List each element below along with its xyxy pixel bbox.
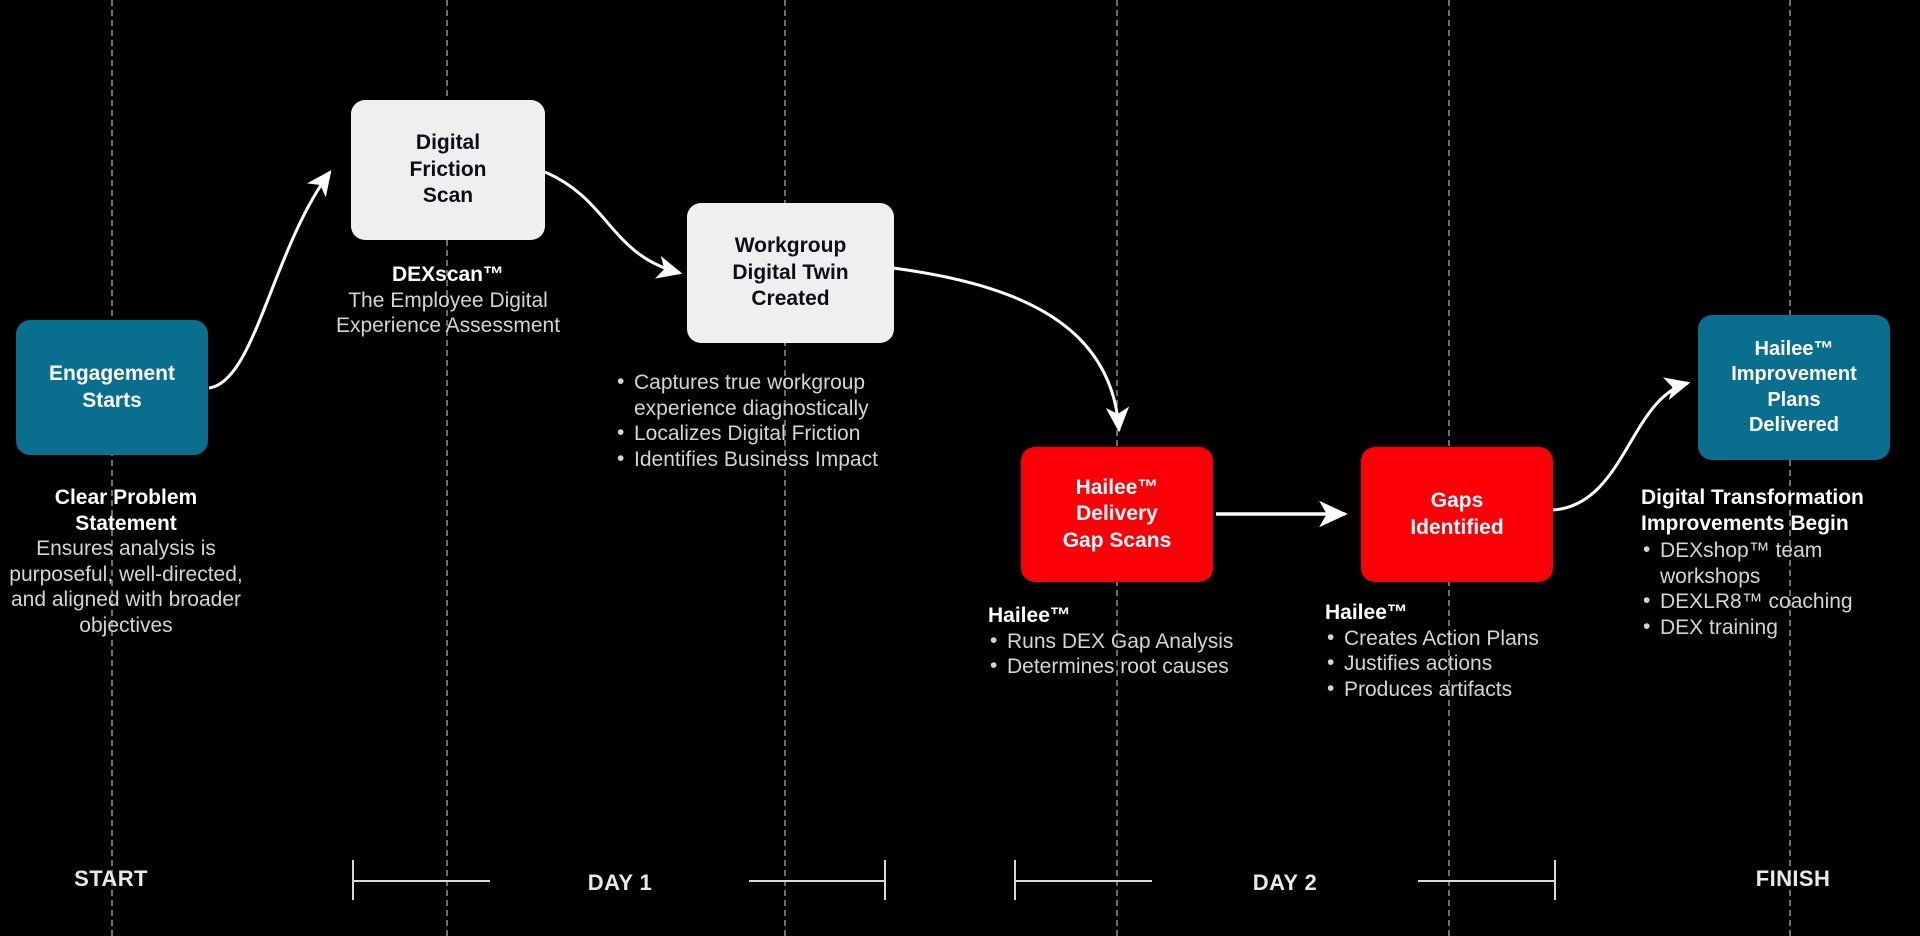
timeline-rule-1 [352, 880, 490, 882]
caption-hailee-scans-bullets: Runs DEX Gap Analysis Determines root ca… [988, 628, 1288, 680]
node-hailee-delivery-gap-scans-line1: Hailee™ [1075, 475, 1159, 499]
caption-workgroup-twin: Captures true workgroup experience diagn… [615, 369, 947, 473]
caption-digital-transformation-heading-line1: Digital Transformation [1641, 486, 1864, 509]
node-digital-friction-scan[interactable]: Digital Friction Scan [351, 100, 545, 240]
node-workgroup-digital-twin[interactable]: Workgroup Digital Twin Created [687, 203, 894, 343]
node-gaps-identified[interactable]: Gaps Identified [1361, 447, 1553, 582]
node-hailee-delivery-gap-scans-line2: Delivery [1076, 502, 1158, 526]
node-engagement-starts-line1: Engagement [48, 362, 176, 386]
caption-hailee-gaps: Hailee™ Creates Action Plans Justifies a… [1325, 600, 1625, 702]
node-workgroup-digital-twin-line2: Digital Twin [732, 260, 849, 284]
caption-hailee-gaps-bullets: Creates Action Plans Justifies actions P… [1325, 625, 1625, 703]
timeline-tick-cap-2 [884, 860, 886, 900]
list-item: Localizes Digital Friction [615, 420, 947, 447]
node-hailee-improvement-plans[interactable]: Hailee™ Improvement Plans Delivered [1698, 315, 1890, 460]
node-hailee-improvement-plans-line1: Hailee™ [1754, 338, 1834, 361]
node-digital-friction-scan-line3: Scan [422, 184, 474, 208]
caption-dexscan: DEXscan™ The Employee Digital Experience… [323, 262, 573, 339]
list-item: Justifies actions [1325, 650, 1625, 677]
timeline-label-start: START [74, 866, 148, 891]
list-item: DEXLR8™ coaching [1641, 588, 1920, 615]
node-engagement-starts-line2: Starts [82, 388, 142, 412]
timeline-rule-2 [749, 880, 886, 882]
caption-hailee-scans: Hailee™ Runs DEX Gap Analysis Determines… [988, 603, 1288, 680]
caption-dexscan-body: The Employee Digital Experience Assessme… [335, 288, 561, 338]
timeline-guide-2 [446, 0, 448, 936]
list-item: Identifies Business Impact [615, 446, 947, 473]
timeline-tick-cap-4 [1554, 860, 1556, 900]
list-item: Creates Action Plans [1325, 625, 1625, 652]
caption-clear-problem-body: Ensures analysis is purposeful, well-dir… [9, 537, 243, 638]
timeline-guide-1 [111, 0, 113, 936]
node-engagement-starts[interactable]: Engagement Starts [16, 320, 208, 455]
timeline-guide-6 [1789, 0, 1791, 936]
node-digital-friction-scan-line2: Friction [409, 157, 487, 181]
timeline-label-day1: DAY 1 [587, 870, 653, 895]
caption-clear-problem-heading-line2: Statement [75, 511, 177, 535]
caption-digital-transformation-bullets: DEXshop™ team workshops DEXLR8™ coaching… [1641, 537, 1920, 641]
list-item: DEXshop™ team workshops [1641, 537, 1920, 589]
node-hailee-delivery-gap-scans-line3: Gap Scans [1062, 528, 1172, 552]
timeline-label-finish: FINISH [1755, 866, 1831, 891]
caption-dexscan-heading: DEXscan™ [391, 263, 505, 286]
node-workgroup-digital-twin-line1: Workgroup [734, 234, 847, 258]
list-item: Produces artifacts [1325, 676, 1625, 703]
list-item: DEX training [1641, 614, 1920, 641]
list-item: Captures true workgroup experience diagn… [615, 369, 947, 421]
node-gaps-identified-line1: Gaps [1430, 489, 1484, 513]
node-digital-friction-scan-line1: Digital [415, 131, 481, 155]
node-hailee-delivery-gap-scans[interactable]: Hailee™ Delivery Gap Scans [1021, 447, 1213, 582]
arrow-scan-to-twin [544, 170, 683, 279]
list-item: Runs DEX Gap Analysis [988, 628, 1288, 655]
node-workgroup-digital-twin-line3: Created [751, 287, 830, 311]
node-hailee-improvement-plans-line4: Delivered [1748, 413, 1840, 436]
caption-digital-transformation-heading-line2: Improvements Begin [1641, 511, 1849, 535]
caption-hailee-gaps-heading: Hailee™ [1325, 601, 1408, 624]
node-gaps-identified-line2: Identified [1410, 515, 1504, 539]
list-item: Determines root causes [988, 653, 1288, 680]
caption-hailee-scans-heading: Hailee™ [988, 604, 1071, 627]
caption-clear-problem-heading-line1: Clear Problem [54, 486, 198, 509]
caption-clear-problem-statement: Clear Problem Statement Ensures analysis… [6, 485, 246, 639]
caption-digital-transformation: Digital Transformation Improvements Begi… [1641, 485, 1920, 641]
timeline-rule-3 [1014, 880, 1152, 882]
caption-workgroup-twin-bullets: Captures true workgroup experience diagn… [615, 369, 947, 473]
node-hailee-improvement-plans-line2: Improvement [1731, 363, 1857, 386]
timeline-rule-4 [1418, 880, 1556, 882]
node-hailee-improvement-plans-line3: Plans [1767, 388, 1821, 411]
timeline-label-day2: DAY 2 [1252, 870, 1318, 895]
arrow-engagement-to-scan [208, 170, 332, 390]
